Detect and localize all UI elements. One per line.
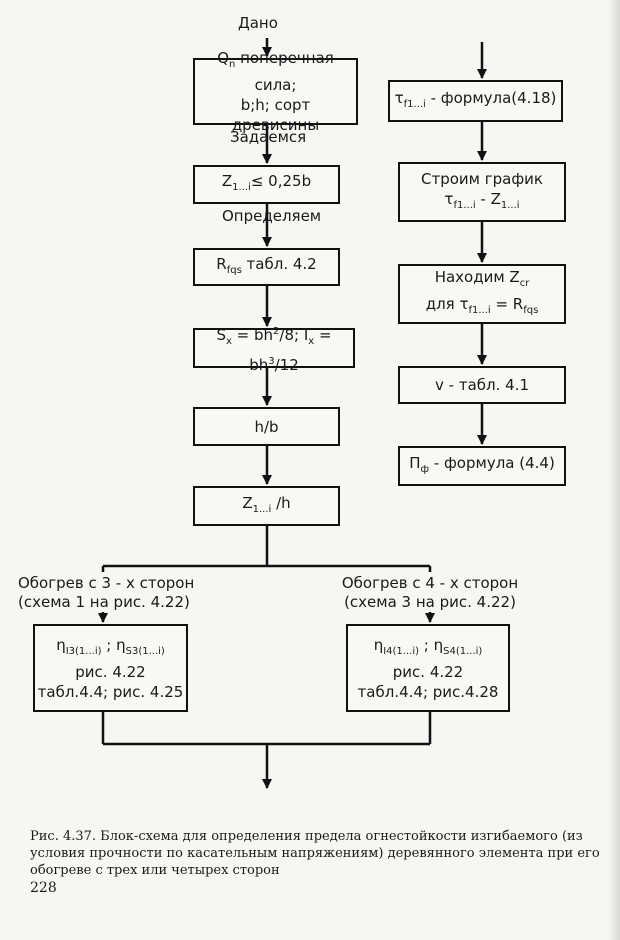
page-edge-shadow <box>608 0 620 940</box>
z-condition: ≤ 0,25b <box>250 172 312 190</box>
v-table-text: v - табл. 4.1 <box>435 376 529 394</box>
hb-ratio-text: h/b <box>254 417 279 436</box>
input-data-box: Qn поперечная сила; b;h; сорт древисины <box>193 49 358 134</box>
right-branch-table-ref: табл.4.4; рис.4.28 <box>357 682 499 701</box>
input-line-1: Qn поперечная сила; <box>195 48 356 95</box>
right-branch-box: ηI4(1...i) ; ηS4(1...i) рис. 4.22 табл.4… <box>346 624 510 712</box>
z-symbol: Z <box>221 172 233 190</box>
left-branch-box: ηI3(1...i) ; ηS3(1...i) рис. 4.22 табл.4… <box>33 624 188 712</box>
zh-ratio-box: Z1...i /h <box>193 486 340 526</box>
r-subscript: fqs <box>226 264 242 276</box>
left-branch-title: Обогрев с 3 - х сторон <box>18 574 195 592</box>
figure-caption: Рис. 4.37. Блок-схема для определения пр… <box>30 829 600 878</box>
input-line-2: b;h; сорт древисины <box>231 96 320 134</box>
hb-ratio-box: h/b <box>193 407 340 446</box>
q-symbol: Q <box>217 49 230 67</box>
given-label: Дано <box>238 14 278 32</box>
right-branch-fig-ref: рис. 4.22 <box>392 662 464 681</box>
tau-formula-box: τf1...i - формула(4.18) <box>388 80 563 122</box>
z-assume-box: Z1...i≤ 0,25b <box>193 165 340 204</box>
shear-force-text: поперечная сила; <box>235 49 334 94</box>
right-branch-title: Обогрев с 4 - х сторон <box>341 574 519 592</box>
assume-label: Задаемся <box>230 128 307 146</box>
v-table-box: v - табл. 4.1 <box>398 366 566 404</box>
graph-box: Строим график τf1...i - Z1...i <box>398 162 566 222</box>
section-modulus-box: Sx = bh2/8; Ix = bh3/12 <box>193 326 355 374</box>
graph-title: Строим график <box>421 169 543 188</box>
right-branch-subtitle: (схема 3 на рис. 4.22) <box>344 593 516 611</box>
r-symbol: R <box>216 254 227 273</box>
left-branch-table-ref: табл.4.4; рис. 4.25 <box>37 682 184 701</box>
left-branch-fig-ref: рис. 4.22 <box>75 662 146 681</box>
q-subscript: n <box>229 59 236 70</box>
z-subscript: 1...i <box>232 182 251 193</box>
zcr-box: Находим Zcr для τf1...i = Rfqs <box>398 264 566 324</box>
left-branch-label: Обогрев с 3 - х сторон (схема 1 на рис. … <box>18 574 195 612</box>
determine-label: Определяем <box>222 207 322 225</box>
r-table-box: Rfqs табл. 4.2 <box>193 248 340 286</box>
p-formula-box: Пф - формула (4.4) <box>398 446 566 486</box>
r-table-ref: табл. 4.2 <box>241 254 317 273</box>
page-number: 228 <box>30 880 57 896</box>
right-branch-label: Обогрев с 4 - х сторон (схема 3 на рис. … <box>340 574 520 612</box>
left-branch-subtitle: (схема 1 на рис. 4.22) <box>18 593 190 611</box>
